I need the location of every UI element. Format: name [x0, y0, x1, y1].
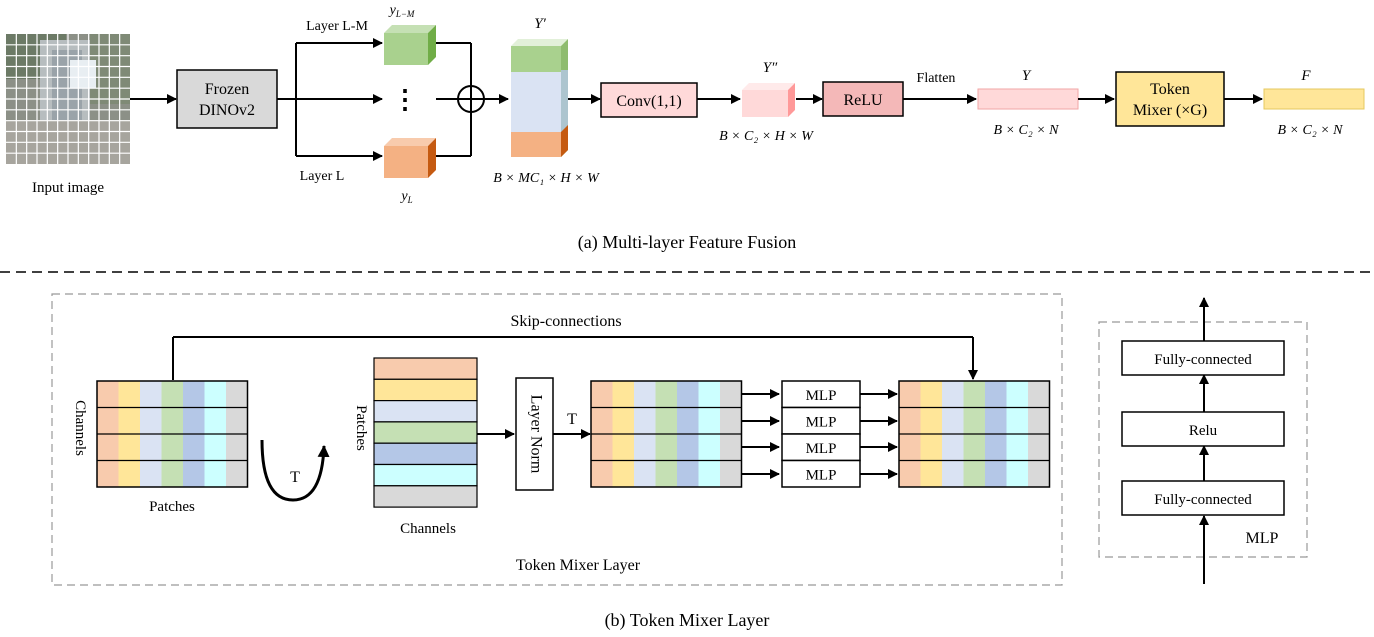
mlp-blocks: MLP MLP MLP MLP — [742, 380, 898, 488]
layer-bottom-label: Layer L — [300, 169, 345, 184]
token-mixer-line1: Token — [1150, 81, 1190, 98]
patches-bottom-label: Patches — [149, 499, 195, 515]
token-mixer-line2: Mixer (×G) — [1133, 102, 1207, 119]
mlp-block — [781, 459, 861, 488]
ellipsis-dots: ⋮ — [392, 85, 418, 114]
y-dim-label: B × C₂ × N — [994, 123, 1060, 138]
frozen-label-line2: DINOv2 — [199, 102, 255, 119]
patches-left-label: Patches — [353, 405, 369, 451]
input-image — [6, 34, 130, 164]
concat-circle-icon — [457, 85, 485, 113]
layer-norm-label: Layer Norm — [527, 395, 544, 474]
grid-left — [96, 380, 249, 488]
stack-dim-label: B × MC₁ × H × W — [493, 171, 600, 186]
grid-middle — [590, 380, 743, 488]
conv-output-cube — [742, 83, 795, 117]
feature-cube-bottom — [384, 138, 436, 178]
skip-connection-line — [172, 336, 978, 380]
mlp-block-label: MLP — [806, 441, 837, 457]
feature-cube-top — [384, 25, 436, 65]
branch-lines — [277, 38, 383, 161]
relu-box — [822, 81, 904, 117]
input-image-label: Input image — [32, 180, 104, 196]
conv-dim-label: B × C₂ × H × W — [719, 129, 814, 144]
grid-right — [898, 380, 1051, 488]
token-mixer-box — [1115, 71, 1225, 127]
y-bottom-label: yL — [399, 189, 412, 205]
fc-top-box — [1121, 340, 1285, 376]
merge-lines — [436, 42, 509, 157]
fc-bottom-label: Fully-connected — [1154, 492, 1252, 508]
t-label: T — [567, 411, 577, 428]
f-label: F — [1300, 68, 1311, 84]
patch-stack-row — [373, 442, 478, 466]
f-dim-label: B × C₂ × N — [1278, 123, 1344, 138]
y-prime-label: Y′ — [534, 16, 546, 32]
transpose-label: T — [290, 469, 300, 486]
flatten-label: Flatten — [917, 71, 956, 86]
mlp-block — [781, 406, 861, 435]
caption-a: (a) Multi-layer Feature Fusion — [578, 232, 796, 253]
token-mixer-region-label: Token Mixer Layer — [516, 557, 641, 574]
patch-stack-row — [373, 463, 478, 487]
frozen-label-line1: Frozen — [205, 81, 249, 98]
relu-label: ReLU — [843, 92, 883, 109]
channels-left-label: Channels — [72, 400, 88, 456]
transpose-arc-icon — [260, 439, 330, 502]
patch-stack-row — [373, 421, 478, 444]
mlp-block-label: MLP — [806, 388, 837, 404]
patch-stack-row — [373, 378, 478, 402]
patch-stack-row — [373, 400, 478, 423]
patch-stack-row — [373, 485, 478, 508]
stacked-feature-block — [511, 39, 568, 157]
mlp-block-label: MLP — [806, 468, 837, 484]
part-a: Input image Frozen DINOv2 Layer L-M Laye… — [6, 3, 1365, 253]
channels-bottom-label: Channels — [400, 521, 456, 537]
y-label: Y — [1022, 68, 1032, 84]
mlp-detail-label: MLP — [1246, 530, 1279, 547]
skip-connections-label: Skip-connections — [510, 313, 621, 330]
conv-label: Conv(1,1) — [616, 93, 681, 110]
fc-top-label: Fully-connected — [1154, 352, 1252, 368]
y-double-prime-label: Y″ — [763, 60, 778, 76]
part-b: Skip-connections Channels Patches T Patc… — [51, 293, 1308, 631]
relu-detail-label: Relu — [1189, 423, 1218, 439]
mlp-block-label: MLP — [806, 415, 837, 431]
patch-stack-row — [373, 357, 478, 380]
fc-bottom-box — [1121, 480, 1285, 516]
caption-b: (b) Token Mixer Layer — [605, 610, 770, 631]
layer-top-label: Layer L-M — [306, 19, 368, 34]
patch-stack — [373, 357, 478, 508]
y-top-label: yL−M — [388, 3, 415, 19]
flattened-feature-bar — [977, 88, 1079, 110]
frozen-dinov2-box — [176, 69, 278, 129]
output-feature-bar — [1263, 88, 1365, 110]
